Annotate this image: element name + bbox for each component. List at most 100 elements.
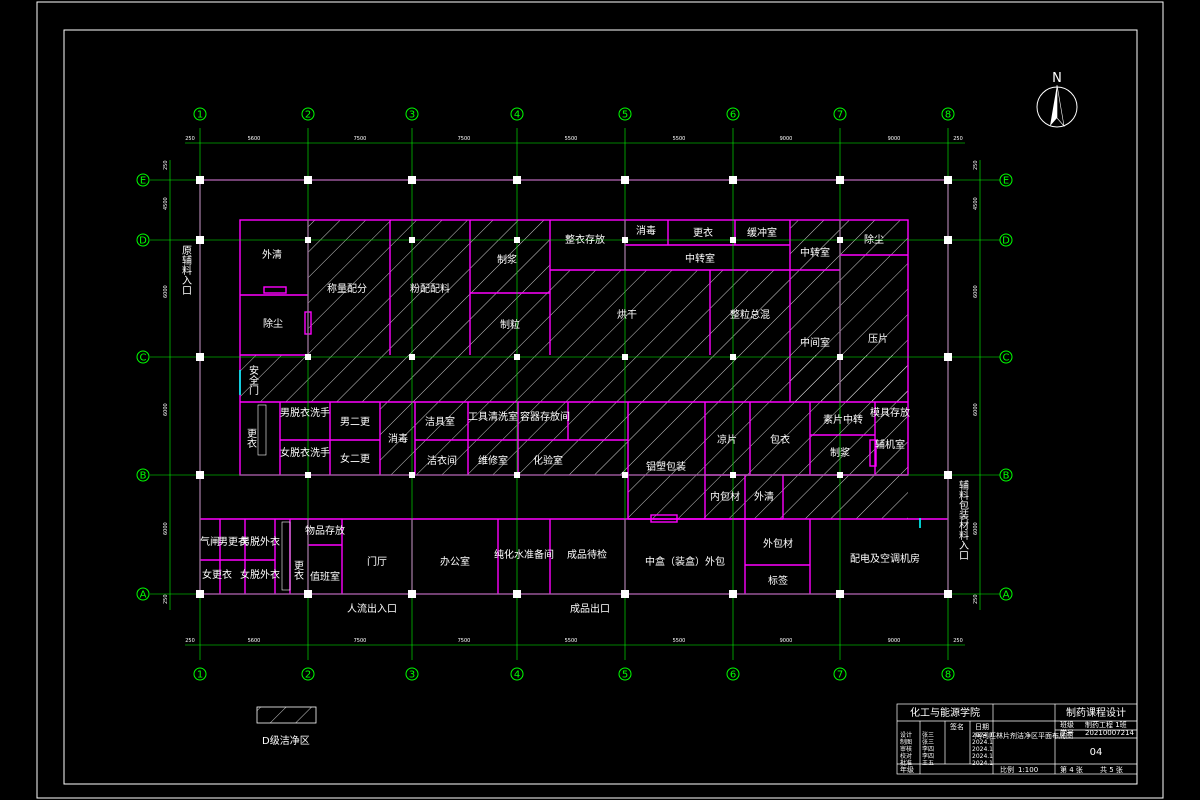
tb-row-2-2: 2024.1 (972, 746, 993, 753)
axis-row-left-A-circle (136, 587, 150, 601)
axis-col-bottom-8-circle (941, 667, 955, 681)
tb-class: 制药工程 1班 (1085, 720, 1127, 729)
axis-row-right-E-circle (999, 173, 1013, 187)
axis-col-bottom-4: 4 (514, 670, 520, 681)
room-mid-store: 中转室 (685, 252, 715, 265)
pillars (196, 176, 952, 598)
axis-row-left-E-circle (136, 173, 150, 187)
axis-row-right-B-circle (999, 468, 1013, 482)
pillar (304, 590, 312, 598)
axis-col-top-8: 8 (945, 110, 951, 121)
pillar (305, 472, 311, 478)
dim-bottom-0: 250 (185, 638, 195, 644)
dim-left-3: 6000 (163, 403, 169, 416)
pillar (196, 471, 204, 479)
axis-col-top-5: 5 (622, 110, 628, 121)
axis-row-left-C-circle (136, 350, 150, 364)
room-labeling: 标签 (768, 574, 788, 587)
stairs (257, 404, 291, 591)
room-goods-store: 物品存放 (305, 524, 345, 537)
room-mid-store-2: 中转室 (800, 246, 830, 259)
axis-col-top-5-circle (618, 107, 632, 121)
axis-row-right-D: D (1002, 236, 1010, 247)
room-maintenance: 维修室 (478, 454, 508, 467)
dim-bottom-6: 9000 (780, 638, 793, 644)
tb-row-3-2: 2024.1 (972, 753, 993, 760)
room-intermediate: 中间室 (800, 336, 830, 349)
axis-row-right-E: E (1003, 176, 1009, 187)
axis-col-bottom-1-circle (193, 667, 207, 681)
room-aux-entry: 辅料包装材料入口 (957, 479, 969, 560)
pillar (944, 590, 952, 598)
pillar (409, 237, 415, 243)
tb-drawing-title: 阿司匹林片剂洁净区平面布局图 (975, 731, 1073, 740)
tb-row-1-2: 2024.1 (972, 739, 993, 746)
pillar (944, 236, 952, 244)
room-duty: 值班室 (310, 570, 340, 583)
pillar (196, 176, 204, 184)
dim-bottom-8: 250 (953, 638, 963, 644)
axis-row-left-D-circle (136, 233, 150, 247)
axis-col-top-7: 7 (837, 110, 843, 121)
tb-number: 04 (1090, 747, 1103, 758)
axis-row-left-B-circle (136, 468, 150, 482)
tb-row-3-0: 校对 (900, 752, 912, 760)
tb-scale: 1:100 (1018, 766, 1038, 774)
axis-row-right-B: B (1003, 471, 1010, 482)
dim-bottom-2: 7500 (354, 638, 367, 644)
room-finished-goods: 成品待检 (567, 548, 607, 561)
product-exit-label: 成品出口 (570, 602, 610, 615)
pillar (622, 354, 628, 360)
room-men-second: 男二更 (340, 416, 370, 428)
axis-col-bottom-7-circle (833, 667, 847, 681)
compass-label: N (1052, 71, 1062, 86)
tb-row-2-0: 审核 (900, 745, 912, 753)
room-aux: 辅机室 (875, 438, 905, 451)
room-office: 办公室 (440, 555, 470, 568)
pillar (837, 354, 843, 360)
tb-course: 制药课程设计 (1066, 706, 1126, 719)
tb-id: 20210007214 (1085, 729, 1135, 737)
tb-row-0-0: 设计 (900, 731, 912, 739)
pillar (730, 237, 736, 243)
dim-right-5: 250 (973, 594, 979, 604)
dim-bottom-3: 7500 (458, 638, 471, 644)
dim-right-3: 6000 (973, 403, 979, 416)
tb-row-4-1: 王五 (922, 760, 934, 767)
tb-row-3-1: 李四 (922, 752, 934, 760)
dim-left-5: 250 (163, 594, 169, 604)
pillar (837, 472, 843, 478)
room-air-lock: 气闸 (200, 535, 220, 548)
axis-row-right-A-circle (999, 587, 1013, 601)
room-power: 配电及空调机房 (850, 552, 920, 565)
axis-col-top-3-circle (405, 107, 419, 121)
room-clean-clothes: 洁衣间 (427, 454, 457, 467)
room-mold-store: 模具存放 (870, 406, 910, 419)
tb-year-label: 年级 (900, 765, 914, 774)
tb-col-sign: 签名 (950, 722, 964, 731)
people-entry-label: 人流出入口 (347, 602, 397, 615)
room-outer-pack: 中盒（装盒）外包 (645, 555, 725, 568)
axis-lines (150, 128, 1000, 660)
room-pack: 包衣 (770, 433, 790, 446)
axis-col-top-1-circle (193, 107, 207, 121)
room-change-stairs: 更衣 (245, 428, 257, 449)
room-inner-pack: 铝塑包装 (646, 460, 686, 473)
axis-row-right-D-circle (999, 233, 1013, 247)
room-women-remove: 女脱衣洗手 (280, 446, 330, 459)
pillar (408, 176, 416, 184)
room-coating: 凉片 (717, 433, 737, 446)
dim-left-1: 4500 (163, 197, 169, 210)
room-labels: 原辅料入口 外清 除尘 称量配分 粉配配料 制浆 制粒 整衣存放 消毒 更衣 缓… (180, 224, 969, 615)
axis-row-left-A: A (140, 590, 147, 601)
clean-zone-hatch (240, 220, 908, 519)
pillar (304, 176, 312, 184)
title-block (896, 703, 1138, 775)
dim-bottom-7: 9000 (888, 638, 901, 644)
room-women-second: 女二更 (340, 452, 370, 465)
legend: D级洁净区 (256, 706, 317, 747)
